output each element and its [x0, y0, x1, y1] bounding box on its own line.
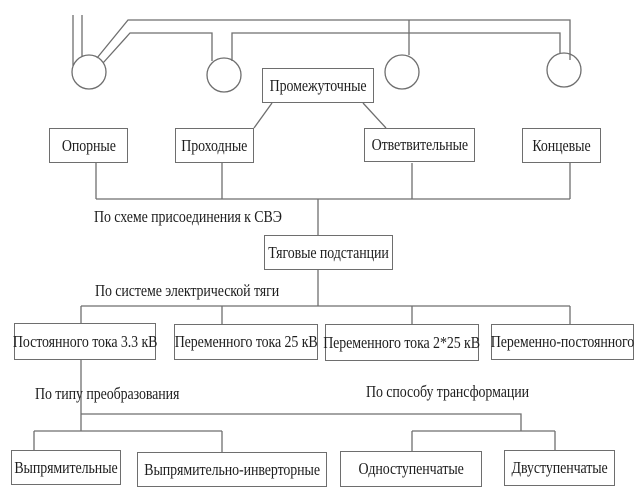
group-label-conversion: По типу преобразования: [35, 384, 180, 403]
node-passing: Проходные: [175, 128, 254, 163]
node-label: Постоянного тока 3.3 кВ: [12, 331, 158, 351]
node-intermediate: Промежуточные: [262, 68, 374, 103]
node-label: Проходные: [181, 135, 248, 155]
group-label-traction: По системе электрической тяги: [95, 281, 280, 300]
node-ac-dc: Переменно-постоянного: [491, 324, 634, 360]
node-label: Переменно-постоянного: [490, 332, 635, 351]
node-label: Двуступенчатые: [511, 458, 608, 477]
node-label: Опорные: [61, 135, 116, 155]
node-dc-3-3kv: Постоянного тока 3.3 кВ: [12, 323, 158, 360]
node-single-stage: Одноступенчатые: [340, 451, 482, 487]
bus-line-lower: [102, 32, 213, 64]
node-two-stage: Двуступенчатые: [504, 450, 615, 486]
node-label: Переменного тока 25 кВ: [174, 332, 318, 351]
node-support: Опорные: [49, 128, 128, 163]
edge-intermediate-passing: [253, 102, 273, 129]
substation-circle-4: [546, 52, 582, 88]
node-label: Промежуточные: [269, 75, 367, 95]
node-branch: Ответвительные: [364, 128, 475, 162]
substation-circle-1: [71, 54, 107, 90]
node-label: Концевые: [532, 135, 591, 155]
node-ac-25kv: Переменного тока 25 кВ: [174, 324, 318, 360]
node-root: Тяговые подстанции: [264, 235, 393, 270]
node-rectifier: Выпрямительные: [11, 450, 121, 485]
node-label: Выпрямительно-инверторные: [144, 459, 320, 479]
substation-circle-3: [384, 54, 420, 90]
node-label: Тяговые подстанции: [268, 242, 389, 262]
node-label: Выпрямительные: [14, 457, 118, 477]
node-terminal: Концевые: [522, 128, 601, 163]
node-rectifier-inverter: Выпрямительно-инверторные: [137, 452, 327, 487]
bus-line-upper: [96, 19, 571, 60]
node-label: Одноступенчатые: [358, 459, 464, 478]
bus-line-lower-right: [231, 32, 561, 61]
node-label: Ответвительные: [371, 135, 468, 154]
substation-circle-2: [206, 57, 242, 93]
network-schematic: [71, 15, 582, 93]
bus-to-transformation: [81, 413, 522, 431]
node-label: Переменного тока 2*25 кВ: [323, 332, 481, 352]
node-ac-2x25kv: Переменного тока 2*25 кВ: [323, 324, 481, 361]
group-label-connection: По схеме присоединения к СВЭ: [94, 207, 282, 226]
group-label-transformation: По способу трансформации: [366, 382, 529, 401]
edge-intermediate-branch: [362, 102, 387, 129]
